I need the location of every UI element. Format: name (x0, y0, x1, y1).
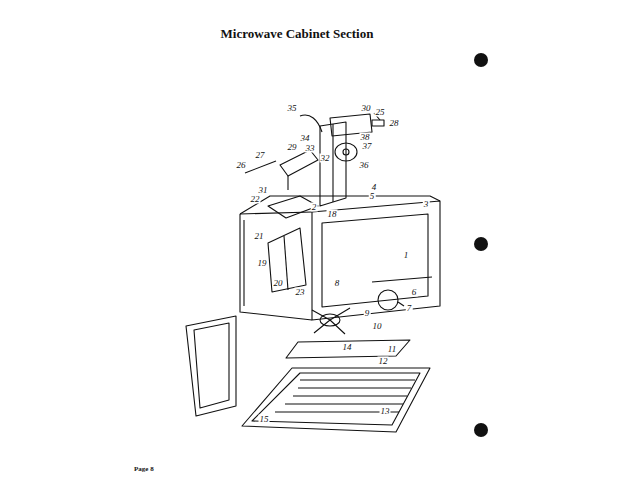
page-title: Microwave Cabinet Section (220, 27, 375, 40)
callout-number: 22 (250, 195, 261, 204)
callout-number: 23 (295, 288, 306, 297)
callout-number: 38 (360, 133, 371, 142)
callout-number: 10 (372, 322, 383, 331)
callout-number: 3 (423, 200, 430, 209)
callout-number: 8 (334, 279, 341, 288)
callout-number: 29 (287, 143, 298, 152)
callout-number: 12 (378, 357, 389, 366)
callout-number: 13 (380, 407, 391, 416)
callout-number: 33 (305, 144, 316, 153)
callout-number: 28 (389, 119, 400, 128)
callout-number: 20 (273, 279, 284, 288)
callout-number: 11 (387, 345, 397, 354)
callout-number: 35 (287, 104, 298, 113)
callout-number: 32 (320, 154, 331, 163)
callout-number: 6 (411, 288, 418, 297)
callout-number: 4 (371, 183, 378, 192)
callout-number: 7 (406, 304, 413, 313)
callout-number: 21 (254, 232, 265, 241)
callout-number: 26 (236, 161, 247, 170)
page-number: Page 8 (133, 466, 155, 473)
callout-number: 18 (327, 210, 338, 219)
callout-number: 5 (369, 192, 376, 201)
callout-number: 37 (362, 142, 373, 151)
callout-number: 36 (359, 161, 370, 170)
callout-number: 2 (311, 203, 318, 212)
callout-number: 31 (258, 186, 269, 195)
callout-number: 15 (259, 415, 270, 424)
callout-number: 34 (300, 134, 311, 143)
callout-number: 30 (361, 104, 372, 113)
callout-number: 19 (257, 259, 268, 268)
callout-number: 25 (375, 108, 386, 117)
callout-number: 14 (342, 343, 353, 352)
callout-number: 1 (403, 251, 410, 260)
callout-number: 9 (364, 309, 371, 318)
callout-number: 27 (255, 151, 266, 160)
